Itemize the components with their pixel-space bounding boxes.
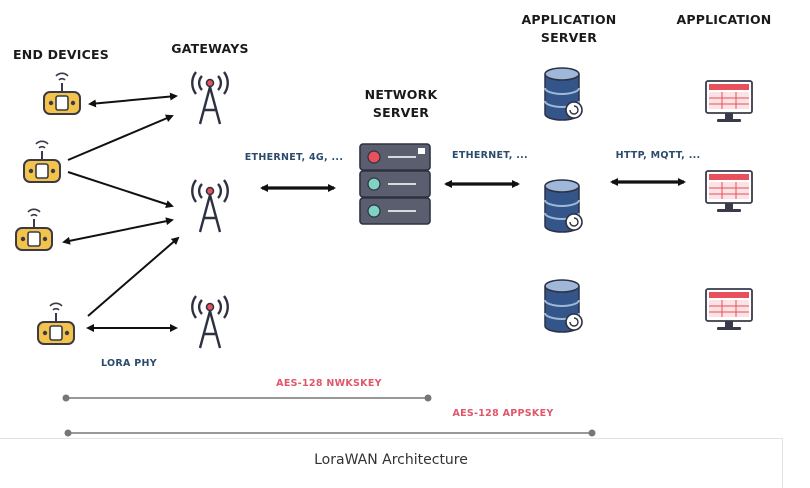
end-device-icon-1 [43,72,81,115]
application-server-icon-1 [544,67,583,121]
application-icon-1 [705,80,753,123]
end-device-icon-4 [37,302,75,345]
appserver-app-link-label: HTTP, MQTT, ... [615,150,701,161]
radio-links [62,92,180,332]
gateway-icon-2 [191,178,229,234]
network-appserver-link-label: ETHERNET, ... [452,150,528,161]
gateways-heading: GATEWAYS [171,41,249,56]
backbone-links [260,178,686,192]
gateway-network-link-label: ETHERNET, 4G, ... [244,152,344,163]
application-heading: APPLICATION [676,12,772,27]
lora-phy-label: LORA PHY [101,358,157,369]
network-server-heading-line2: SERVER [372,105,430,120]
key-scope-lines [62,394,596,437]
end-devices-heading: END DEVICES [13,47,109,62]
network-server-heading-line1: NETWORK [364,87,438,102]
end-device-icon-3 [15,208,53,251]
end-device-icon-2 [23,140,61,183]
application-server-icon-2 [544,179,583,233]
application-icon-2 [705,170,753,213]
application-server-heading-line1: APPLICATION [521,12,617,27]
caption-bar [0,438,783,488]
application-server-heading: APPLICATION SERVER [506,11,632,47]
application-server-heading-line2: SERVER [540,30,598,45]
application-server-icon-3 [544,279,583,333]
gateway-icon-3 [191,294,229,350]
gateway-icon-1 [191,70,229,126]
nwkskey-label: AES-128 NWKSKEY [276,378,382,389]
network-server-heading: NETWORK SERVER [346,86,456,122]
figure-caption: LoraWAN Architecture [314,452,468,468]
network-server-icon [359,143,431,225]
appskey-label: AES-128 APPSKEY [452,408,554,419]
application-icon-3 [705,288,753,331]
